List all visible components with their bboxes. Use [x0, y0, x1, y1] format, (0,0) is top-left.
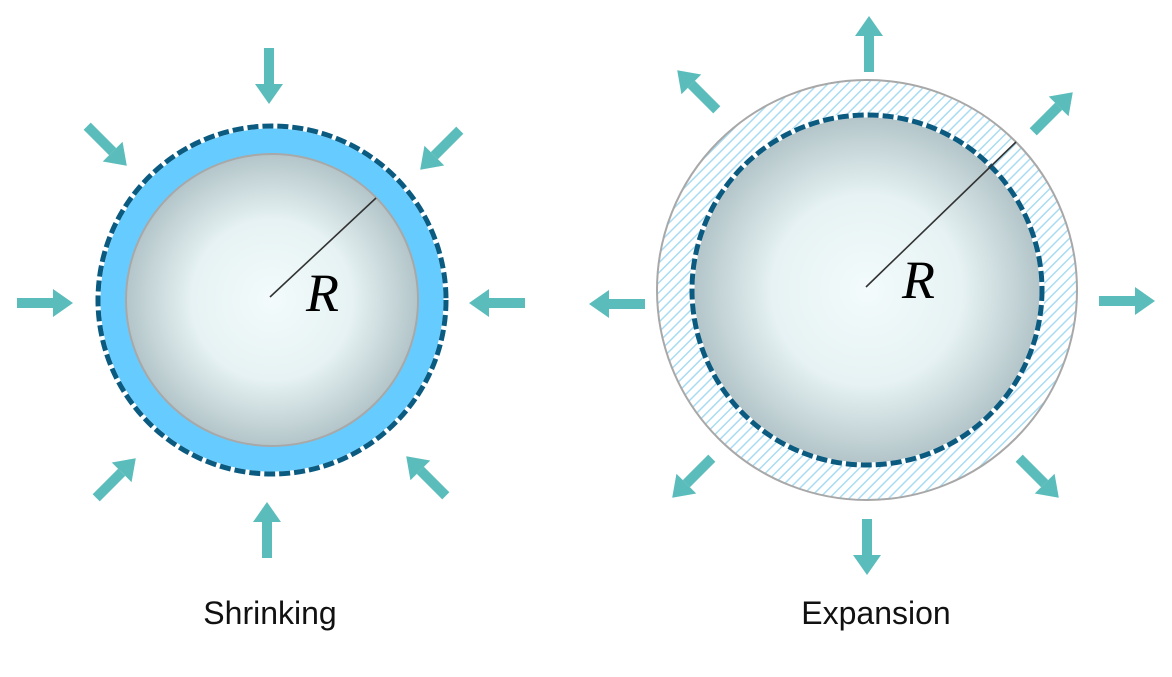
arrow-outward-bottom [853, 519, 881, 575]
arrow-outward-top [855, 16, 883, 72]
expansion-panel: R [589, 16, 1155, 631]
inward-arrows [17, 48, 525, 558]
dashed-boundary-dashes [95, 123, 449, 477]
radius-label: R [901, 250, 935, 310]
arrow-inward-top [255, 48, 283, 104]
arrow-outward-left [589, 290, 645, 318]
arrow-inward-right [469, 289, 525, 317]
arrow-inward-top-right [420, 126, 464, 170]
arrow-outward-top-right [1029, 92, 1073, 136]
radius-label: R [305, 263, 339, 323]
arrow-inward-top-left [83, 122, 127, 166]
dashed-boundary-dashes [689, 112, 1045, 468]
arrow-outward-top-left [677, 70, 721, 114]
arrow-inward-left [17, 289, 73, 317]
inner-sphere [125, 153, 419, 447]
arrow-inward-bottom [253, 502, 281, 558]
arrow-outward-right [1099, 287, 1155, 315]
outward-arrows [589, 16, 1155, 575]
expansion-caption: Expansion [801, 595, 950, 631]
arrow-outward-bottom-left [672, 454, 716, 498]
arrow-outward-bottom-right [1015, 454, 1059, 498]
arrow-inward-bottom-left [92, 458, 136, 502]
radius-line [269, 197, 377, 298]
shrinking-caption: Shrinking [203, 595, 336, 631]
arrow-inward-bottom-right [406, 456, 450, 500]
radius-line [865, 141, 1017, 288]
shrinking-panel: R [17, 48, 525, 631]
